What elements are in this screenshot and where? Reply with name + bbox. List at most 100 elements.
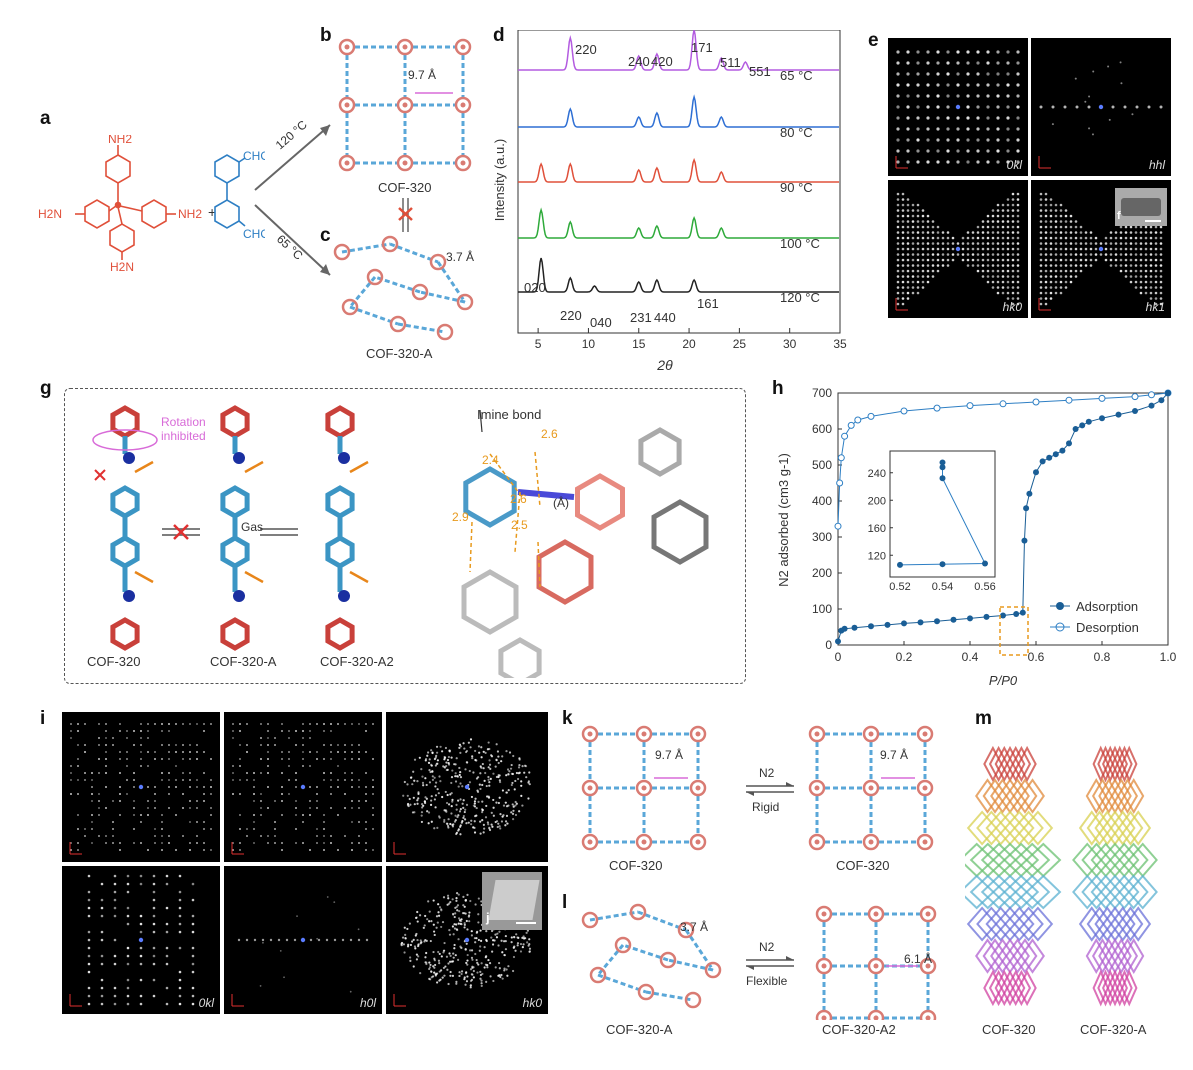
diffraction-spot — [514, 813, 518, 817]
diffraction-spot — [316, 786, 318, 788]
cof-linker — [597, 973, 647, 994]
diffraction-spot — [337, 744, 339, 746]
diffraction-spot — [404, 937, 407, 940]
beam-center — [464, 784, 470, 790]
diffraction-spot — [100, 882, 104, 886]
diffraction-spot — [1114, 264, 1118, 267]
diffraction-spot — [946, 83, 950, 87]
diffraction-spot — [482, 750, 485, 753]
diffraction-spot — [154, 835, 156, 837]
diffraction-spot — [457, 829, 460, 832]
diffraction-spot — [986, 105, 990, 109]
cof-node-center — [344, 44, 350, 50]
diffraction-spot — [351, 821, 353, 823]
diffraction-spot — [1094, 253, 1098, 256]
cof-linker — [389, 242, 439, 264]
diffraction-spot — [1094, 247, 1098, 251]
diffraction-spot — [168, 744, 170, 746]
diffraction-spot — [926, 269, 930, 273]
diffraction-spot — [443, 818, 446, 822]
diffraction-spot — [451, 925, 455, 928]
diffraction-spot — [189, 779, 191, 781]
aromatic-ring — [110, 405, 140, 439]
diffraction-spot — [77, 723, 79, 725]
diffraction-spot — [956, 253, 960, 256]
diffraction-spot — [1016, 220, 1020, 223]
diffraction-spot — [1159, 236, 1163, 240]
diffraction-spot — [457, 814, 460, 817]
diffraction-spot — [323, 849, 325, 851]
diffraction-spot — [161, 849, 163, 851]
diffraction-spot — [438, 906, 442, 909]
diffraction-spot — [471, 958, 474, 961]
diffraction-spot — [1059, 286, 1063, 289]
diffraction-spot — [430, 970, 433, 973]
diffraction-spot — [996, 258, 1000, 262]
diffraction-spot — [474, 941, 477, 944]
diffraction-spot — [951, 247, 955, 251]
diffraction-spot — [447, 755, 450, 759]
diffraction-spot — [1039, 231, 1043, 234]
diffraction-spot — [407, 804, 410, 808]
diffraction-spot — [986, 236, 990, 240]
diffraction-spot — [916, 116, 920, 120]
diffraction-spot — [971, 253, 975, 256]
diffraction-spot — [281, 751, 283, 753]
diffraction-spot — [896, 105, 900, 109]
diffraction-spot — [510, 936, 513, 939]
diffraction-spot — [133, 842, 135, 844]
diffraction-spot — [84, 828, 86, 830]
diffraction-spot — [1054, 280, 1058, 284]
panel-label-g: g — [40, 378, 52, 399]
diffraction-spot — [996, 214, 1000, 218]
diffraction-spot — [98, 800, 100, 802]
diffraction-spot — [436, 921, 439, 924]
diffraction-spot — [490, 823, 493, 826]
diffraction-spot — [420, 768, 423, 771]
diffraction-spot — [1084, 100, 1087, 103]
diffraction-spot — [457, 893, 460, 896]
diffraction-spot — [466, 893, 469, 897]
diffraction-spot — [976, 116, 980, 120]
diffraction-spot — [946, 72, 950, 76]
framework-mesh — [1109, 810, 1136, 846]
framework-mesh — [1106, 969, 1124, 1007]
framework-mesh — [1127, 842, 1158, 878]
diffraction-spot — [499, 813, 502, 816]
diffraction-spot — [1001, 231, 1005, 234]
diffraction-spot — [445, 801, 449, 805]
framework-mesh — [1004, 906, 1035, 942]
diffraction-spot — [1119, 231, 1123, 234]
diffraction-spot — [239, 842, 241, 844]
diffraction-spot — [423, 924, 426, 927]
diffraction-spot — [896, 192, 900, 196]
diffraction-spot — [189, 758, 191, 760]
diffraction-spot — [309, 786, 311, 788]
diffraction-spot — [986, 138, 990, 142]
diffraction-spot — [365, 800, 367, 802]
beam-center — [300, 937, 306, 943]
diffraction-spot — [428, 920, 431, 923]
diffraction-spot — [956, 149, 960, 153]
diffraction-spot — [1054, 220, 1058, 223]
diffraction-spot — [499, 827, 502, 830]
diffraction-spot — [274, 744, 276, 746]
diffraction-spot — [475, 937, 478, 940]
diffraction-spot — [936, 236, 940, 240]
diffraction-spot — [448, 902, 451, 905]
diffraction-spot — [351, 772, 353, 774]
diffraction-spot — [330, 835, 332, 837]
diffraction-spot — [480, 984, 483, 987]
diffraction-spot — [926, 50, 930, 54]
diffraction-spot — [931, 269, 935, 273]
diffraction-spot — [1039, 291, 1043, 295]
diffraction-spot — [451, 825, 455, 828]
diffraction-spot — [452, 956, 455, 959]
diffraction-spot — [1104, 247, 1108, 251]
diffraction-spot — [1144, 231, 1148, 234]
diffraction-spot — [168, 786, 170, 788]
legend-adsorption: Adsorption — [1076, 599, 1138, 614]
diffraction-spot — [1119, 242, 1123, 245]
diffraction-spot — [1129, 258, 1133, 262]
diffraction-spot — [483, 966, 486, 969]
